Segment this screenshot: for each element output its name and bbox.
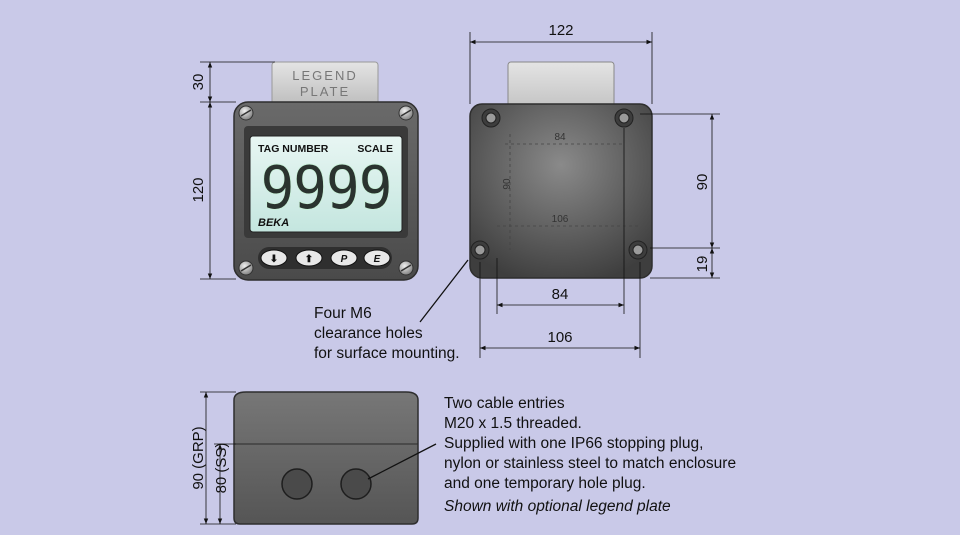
inner-dim-90: 90 [502, 178, 513, 190]
front-dimension-lines [200, 61, 275, 280]
dim-hole-spacing-vertical: 90 [694, 174, 711, 191]
keypad-strip [258, 247, 392, 269]
side-dimension-lines [200, 391, 236, 525]
dim-hole-spacing-horizontal: 84 [552, 286, 569, 303]
mounting-note: Four M6 clearance holes for surface moun… [314, 304, 460, 364]
side-view: 90 (GRP) 80 (SS) [190, 391, 437, 525]
rear-dimension-lines [469, 32, 720, 358]
rear-enclosure [469, 103, 653, 279]
lcd-display [249, 135, 403, 233]
cable-note-line-2: M20 x 1.5 threaded. [444, 415, 582, 432]
legend-plate-line-2: PLATE [300, 84, 350, 99]
mounting-leader-line [419, 259, 469, 323]
key-up-label: ⬆ [305, 254, 313, 265]
key-p-label: P [341, 254, 348, 265]
key-up[interactable]: ⬆ [295, 249, 323, 267]
key-down-label: ⬇ [270, 254, 278, 265]
dim-side-grp: 90 (GRP) [190, 426, 207, 489]
rear-inner-reference [497, 134, 640, 250]
front-screw-icon [238, 105, 414, 276]
mounting-note-line-3: for surface mounting. [314, 345, 460, 362]
dim-body-height: 120 [190, 177, 207, 202]
mounting-note-line-2: clearance holes [314, 325, 423, 342]
mounting-hole-icon [470, 108, 648, 260]
rear-view: 84 106 90 122 90 19 [419, 22, 720, 358]
lcd-tag-number-label: TAG NUMBER [258, 143, 329, 155]
lcd-digits: 9999 [261, 154, 392, 223]
cable-note-line-4: nylon or stainless steel to match enclos… [444, 455, 737, 472]
key-down[interactable]: ⬇ [260, 249, 288, 267]
dim-side-ss: 80 (SS) [213, 443, 230, 494]
front-view: LEGEND PLATE TAG NUMBER SCALE 9999 BEKA … [190, 61, 419, 281]
cable-note: Two cable entries M20 x 1.5 threaded. Su… [444, 394, 736, 517]
key-e[interactable]: E [363, 249, 391, 267]
mounting-note-line-1: Four M6 [314, 305, 372, 322]
inner-dim-84: 84 [554, 132, 566, 143]
side-enclosure [233, 391, 419, 525]
cable-entry-icon [281, 468, 372, 500]
dim-plate-height: 30 [190, 74, 207, 91]
key-p[interactable]: P [330, 249, 358, 267]
optional-legend-note: Shown with optional legend plate [444, 498, 671, 515]
dim-rear-width: 122 [548, 22, 573, 39]
brand-logo: BEKA [258, 217, 289, 229]
cable-note-line-5: and one temporary hole plug. [444, 475, 646, 492]
cable-note-line-1: Two cable entries [444, 395, 565, 412]
key-e-label: E [374, 254, 381, 265]
dim-hole-offset: 19 [694, 256, 711, 273]
dim-rear-total-horizontal: 106 [547, 329, 572, 346]
cable-note-line-3: Supplied with one IP66 stopping plug, [444, 435, 704, 452]
inner-dim-106: 106 [552, 214, 569, 225]
lcd-scale-label: SCALE [357, 143, 393, 155]
cable-leader-line [367, 443, 437, 480]
legend-plate-line-1: LEGEND [292, 68, 357, 83]
